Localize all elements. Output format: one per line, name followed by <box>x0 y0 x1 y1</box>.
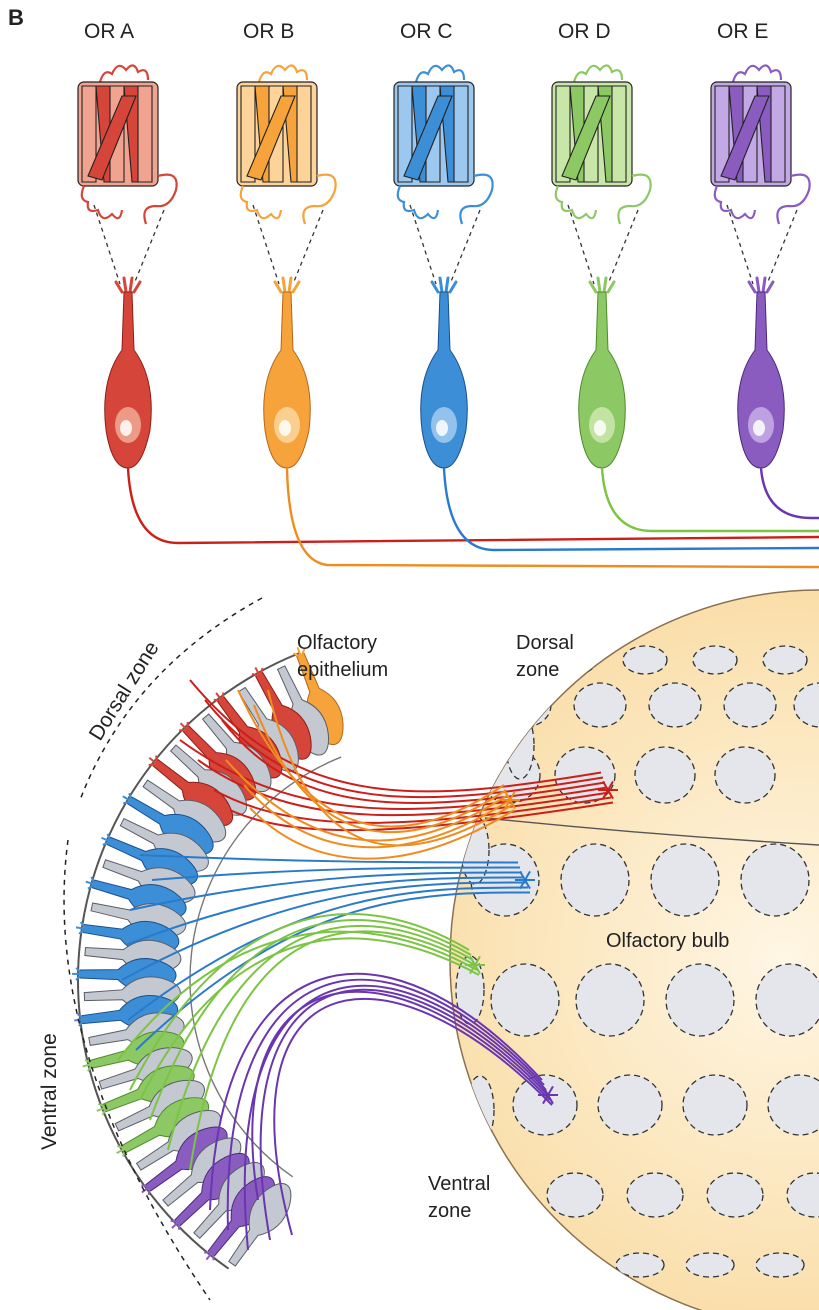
receptor-d: OR D <box>552 20 651 284</box>
cilia <box>590 278 614 292</box>
extracellular-loop <box>259 65 307 82</box>
glomerulus <box>574 683 626 727</box>
glomerulus <box>683 1075 747 1135</box>
cilia <box>432 278 456 292</box>
olfactory-neuron <box>421 278 468 468</box>
epithelium-label-line1: Olfactory <box>297 632 377 654</box>
glomerulus <box>598 1075 662 1135</box>
intracellular-loop <box>82 186 122 218</box>
dorsal-zone-epithelium-label: Dorsal zone <box>85 637 164 744</box>
receptor-label: OR E <box>717 20 768 43</box>
intracellular-loop <box>556 186 596 218</box>
intracellular-loop <box>715 186 755 218</box>
glomerulus <box>491 964 559 1036</box>
glomerulus <box>666 964 734 1036</box>
glomerulus <box>741 844 809 916</box>
axon-d <box>602 468 819 531</box>
bulb-dorsal-label-line1: Dorsal <box>516 632 574 654</box>
glomerulus <box>724 683 776 727</box>
extracellular-loop <box>574 65 622 82</box>
cilia <box>749 278 773 292</box>
glomerulus <box>707 1173 763 1217</box>
zoom-line <box>293 210 323 284</box>
zoom-line <box>767 210 797 284</box>
glomerulus <box>763 646 807 674</box>
glomerulus <box>506 711 534 779</box>
extracellular-loop <box>733 65 781 82</box>
glomerulus <box>693 646 737 674</box>
glomerulus <box>686 1253 734 1277</box>
olfactory-neuron <box>579 278 626 468</box>
zoom-line <box>450 210 480 284</box>
epithelium-label-line2: epithelium <box>297 659 388 681</box>
glomerulus <box>627 1173 683 1217</box>
glomerulus <box>651 844 719 916</box>
ventral-zone-epithelium-label: Ventral zone <box>38 1033 61 1150</box>
glomerulus <box>513 1075 577 1135</box>
transmembrane-helices <box>394 82 474 186</box>
transmembrane-helices <box>711 82 791 186</box>
receptor-label: OR D <box>558 20 611 43</box>
intracellular-loop <box>241 186 281 218</box>
glomerulus <box>623 646 667 674</box>
receptor-e: OR E <box>711 20 810 284</box>
bulb-dorsal-label-line2: zone <box>516 659 559 681</box>
glomerulus <box>576 964 644 1036</box>
glomerulus <box>547 1173 603 1217</box>
olfactory-neuron <box>264 278 311 468</box>
panel-label: B <box>8 5 24 30</box>
bulb-ventral-label-line1: Ventral <box>428 1173 490 1195</box>
extracellular-loop <box>416 65 464 82</box>
glomerulus <box>649 683 701 727</box>
receptor-label: OR A <box>84 20 134 43</box>
bulb-label: Olfactory bulb <box>606 930 729 952</box>
glomerulus <box>715 747 775 803</box>
axon-lines <box>128 468 819 567</box>
zoom-line <box>608 210 638 284</box>
transmembrane-helices <box>237 82 317 186</box>
axon-b <box>287 468 819 567</box>
cilia <box>116 278 140 292</box>
intracellular-loop <box>398 186 438 218</box>
receptor-c: OR C <box>394 20 493 284</box>
receptor-b: OR B <box>237 20 336 284</box>
receptor-row: OR A OR B OR C OR D OR E <box>78 20 810 284</box>
receptor-label: OR B <box>243 20 294 43</box>
zoom-line <box>134 210 164 284</box>
glomerulus <box>466 1076 494 1144</box>
transmembrane-helices <box>78 82 158 186</box>
receptor-a: OR A <box>78 20 177 284</box>
transmembrane-helices <box>552 82 632 186</box>
cilia <box>275 278 299 292</box>
glomerulus <box>756 1253 804 1277</box>
olfactory-neuron <box>738 278 785 468</box>
bulb-ventral-label-line2: zone <box>428 1200 471 1222</box>
glomerulus <box>499 683 551 727</box>
axon-e <box>761 468 819 518</box>
olfactory-neuron <box>105 278 152 468</box>
extracellular-loop <box>100 65 148 82</box>
receptor-label: OR C <box>400 20 453 43</box>
glomerulus <box>561 844 629 916</box>
neuron-row <box>105 278 785 468</box>
glomerulus <box>635 747 695 803</box>
